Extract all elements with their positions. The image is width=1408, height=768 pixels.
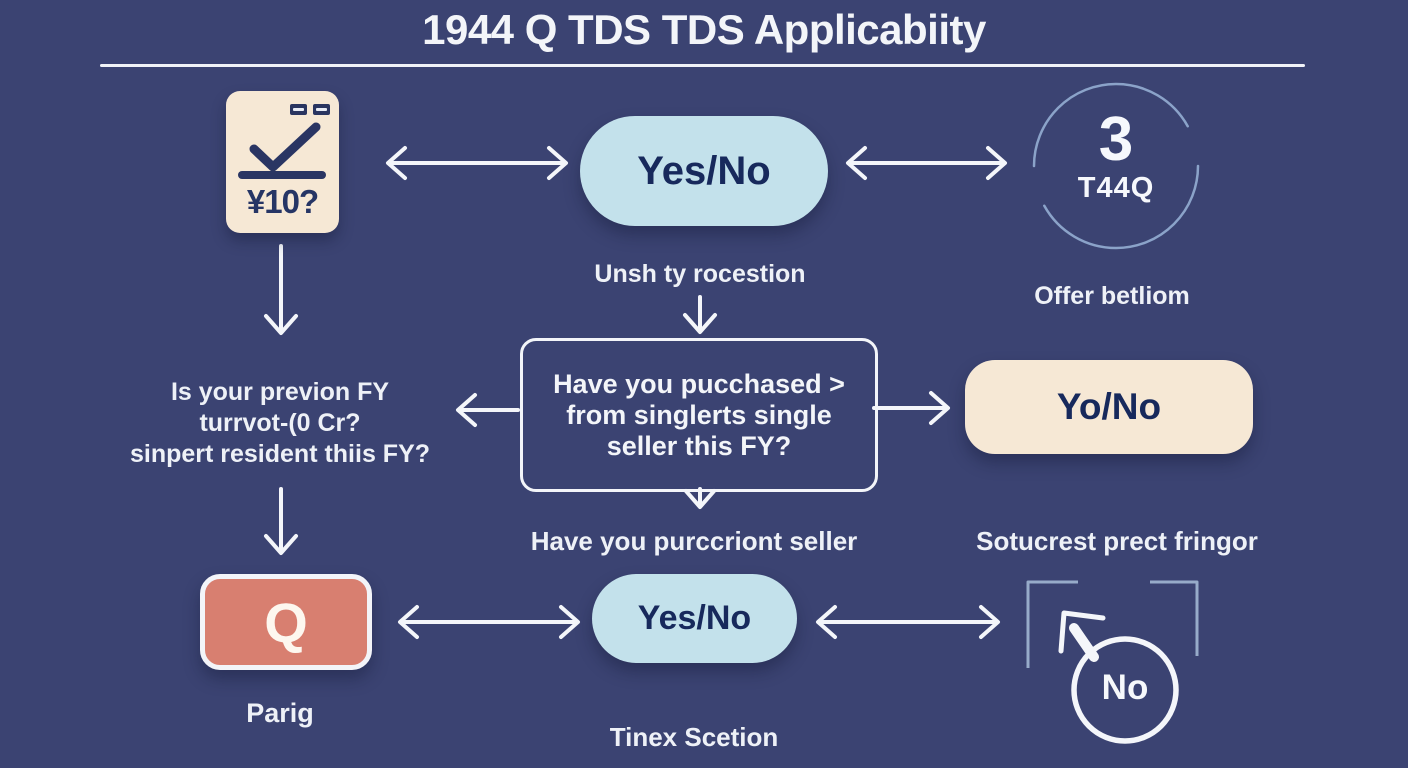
left-question-line3: sinpert resident thiis FY? [129,440,431,468]
center-box-caption: Have you purccriont seller [530,526,858,556]
bottom-pill-caption: Tinex Scetion [609,722,779,752]
badge-circle-code: T44Q [1077,172,1155,204]
center-question-line3: seller this FY? [606,430,792,461]
card-badge-icon [290,104,307,115]
no-circle-label: No [1101,668,1149,707]
invoice-card: ¥10? [226,91,339,233]
title-divider [100,64,1305,67]
right-yo-no-pill: Yo/No [965,360,1253,454]
double-arrow-qbox-pill-icon [398,605,580,639]
arrow-down-from-left-question-icon [264,487,298,555]
badge-circle-number: 3 [1098,105,1134,174]
card-amount-label: ¥10? [246,183,319,220]
card-badge-icon [313,104,330,115]
no-circle-arrow-icon [1058,610,1106,662]
double-arrow-pill-nocircle-icon [816,605,1000,639]
double-arrow-card-pill-icon [386,146,568,180]
top-pill-caption: Unsh ty rocestion [594,260,806,288]
checkmark-icon [238,122,326,179]
arrow-down-from-card-icon [264,244,298,335]
double-arrow-pill-circle-icon [846,146,1007,180]
bottom-yes-no-pill: Yes/No [592,574,797,663]
center-question-line1: Have you pucchased > [553,368,845,399]
left-question-line1: Is your previon FY [170,378,390,406]
left-question-line2: turrvot-(0 Cr? [199,409,361,437]
arrow-right-from-center-box-icon [872,391,950,425]
page-title: 1944 Q TDS TDS Applicabiity [422,6,986,53]
arrow-down-from-top-pill-icon [683,295,717,334]
right-caption: Sotucrest prect fringor [976,526,1258,556]
q-box-caption: Parig [246,698,314,728]
center-question-line2: from singlerts single [566,399,832,430]
corner-brackets-icon [1026,580,1199,668]
left-question-text: Is your previon FY turrvot-(0 Cr? sinper… [80,377,480,470]
q-section-box: Q [200,574,372,670]
badge-circle-caption: Offer betliom [1034,282,1190,310]
top-yes-no-pill: Yes/No [580,116,828,226]
center-question-box: Have you pucchased > from singlerts sing… [520,338,878,492]
